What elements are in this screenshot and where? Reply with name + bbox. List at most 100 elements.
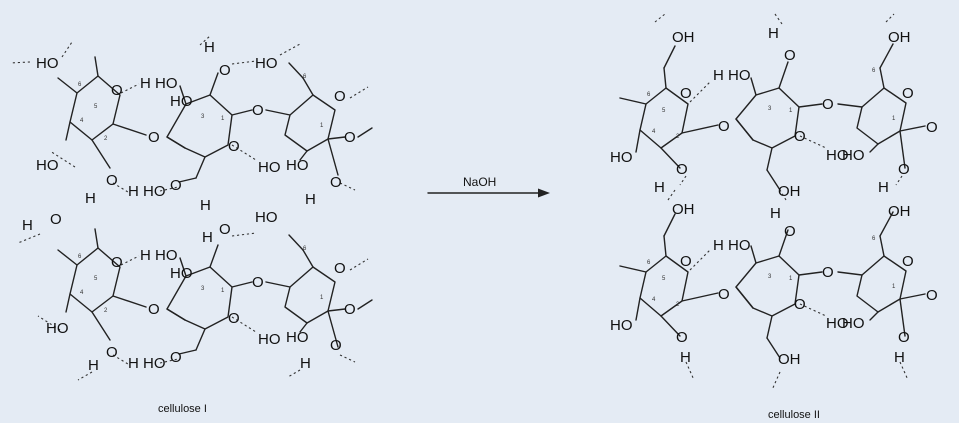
atom-label: HO (255, 209, 278, 226)
atom-label: O (219, 221, 231, 238)
ring-number: 2 (676, 302, 680, 308)
atom-label: O (822, 96, 834, 113)
ring-number: 6 (647, 92, 651, 98)
atom-label: O (252, 274, 264, 291)
ring-number: 1 (789, 108, 793, 114)
ring-number: 5 (662, 108, 666, 114)
atom-label: O (228, 138, 240, 155)
atom-label: O (718, 286, 730, 303)
atom-label: H (770, 205, 781, 222)
atom-label: HO (842, 315, 865, 332)
atom-label: HO (258, 159, 281, 176)
ring-number: 4 (80, 118, 84, 124)
atom-label: H HO (713, 237, 751, 254)
atom-label: OH (888, 203, 911, 220)
ring-number: 6 (303, 246, 307, 252)
atom-label: H (22, 217, 33, 234)
caption-cellulose-i: cellulose I (158, 403, 207, 415)
atom-label: O (784, 223, 796, 240)
atom-label: O (330, 174, 342, 191)
atom-label: O (784, 47, 796, 64)
atom-label: O (50, 211, 62, 228)
atom-label: O (898, 329, 910, 346)
atom-label: H HO (128, 183, 166, 200)
atom-label: O (926, 119, 938, 136)
atom-label: HO (286, 329, 309, 346)
atom-label: H (300, 355, 311, 372)
ring-number: 1 (892, 116, 896, 122)
ring-number: 6 (78, 254, 82, 260)
ring-number: 1 (320, 123, 324, 129)
ring-number: 5 (662, 276, 666, 282)
ring-number: 3 (201, 114, 205, 120)
atom-label: O (219, 62, 231, 79)
cellulose-i-structure: HO O H HO O HO H O HO O O HO HO O O O HO… (9, 35, 373, 381)
ring-number: 1 (789, 276, 793, 282)
atom-label: O (228, 310, 240, 327)
atom-label: O (111, 82, 123, 99)
atom-label: O (148, 129, 160, 146)
ring-number: 2 (676, 134, 680, 140)
atom-label: H (88, 357, 99, 374)
atom-label: H HO (128, 355, 166, 372)
atom-label: HO (842, 147, 865, 164)
atom-label: H (85, 190, 96, 207)
atom-label: O (106, 344, 118, 361)
ring-number: 2 (104, 136, 108, 142)
cellulose-ii-bottom-chain: OH H O OH O H HO O O O O HO O HO HO O O … (610, 189, 938, 391)
atom-label: H HO (140, 75, 178, 92)
ring-number: 2 (104, 308, 108, 314)
cellulose-ii-structure: OH H O OH O H HO O O O O HO O HO HO O O … (610, 13, 938, 391)
reaction-arrow (427, 188, 550, 198)
atom-label: H (305, 191, 316, 208)
atom-label: O (252, 102, 264, 119)
atom-label: HO (826, 147, 849, 164)
atom-label: OH (888, 29, 911, 46)
cellulose-i-bottom-chain: H O O H HO O HO O HO O O HO HO O O O HO … (17, 190, 373, 381)
atom-label: O (680, 253, 692, 270)
atom-label: HO (610, 317, 633, 334)
atom-label: HO (826, 315, 849, 332)
atom-label: OH (672, 29, 695, 46)
atom-label: O (794, 128, 806, 145)
atom-label: HO (36, 157, 59, 174)
atom-label: H (654, 179, 665, 196)
atom-label: O (898, 161, 910, 178)
atom-label: O (676, 161, 688, 178)
cellulose-ii-top-chain: OH H O OH O H HO O O O O HO O HO HO O O … (610, 13, 938, 200)
atom-label: H (202, 229, 213, 246)
ring-number: 5 (94, 104, 98, 110)
atom-label: H HO (140, 247, 178, 264)
atom-label: O (334, 88, 346, 105)
atom-label: HO (36, 55, 59, 72)
atom-label: OH (778, 183, 801, 200)
atom-label: H (894, 349, 905, 366)
atom-label: HO (46, 320, 69, 337)
atom-label: H (768, 25, 779, 42)
atom-label: O (344, 301, 356, 318)
atom-label: O (170, 349, 182, 366)
ring-number: 3 (768, 274, 772, 280)
ring-number: 1 (320, 295, 324, 301)
ring-number: 6 (872, 68, 876, 74)
reagent-label: NaOH (463, 175, 496, 189)
ring-number: 3 (768, 106, 772, 112)
ring-number: 1 (221, 116, 225, 122)
atom-label: H (204, 39, 215, 56)
atom-label: HO (170, 265, 193, 282)
atom-label: O (676, 329, 688, 346)
atom-label: O (926, 287, 938, 304)
atom-label: O (822, 264, 834, 281)
atom-label: HO (170, 93, 193, 110)
ring-number: 4 (652, 297, 656, 303)
cellulose-i-top-chain: HO O H HO O HO H O HO O O HO HO O O O HO… (9, 35, 373, 200)
atom-label: O (170, 177, 182, 194)
atom-label: HO (610, 149, 633, 166)
atom-label: O (148, 301, 160, 318)
ring-number: 1 (892, 284, 896, 290)
atom-label: O (344, 129, 356, 146)
atom-label: O (334, 260, 346, 277)
atom-label: H (200, 197, 211, 214)
atom-label: O (902, 253, 914, 270)
